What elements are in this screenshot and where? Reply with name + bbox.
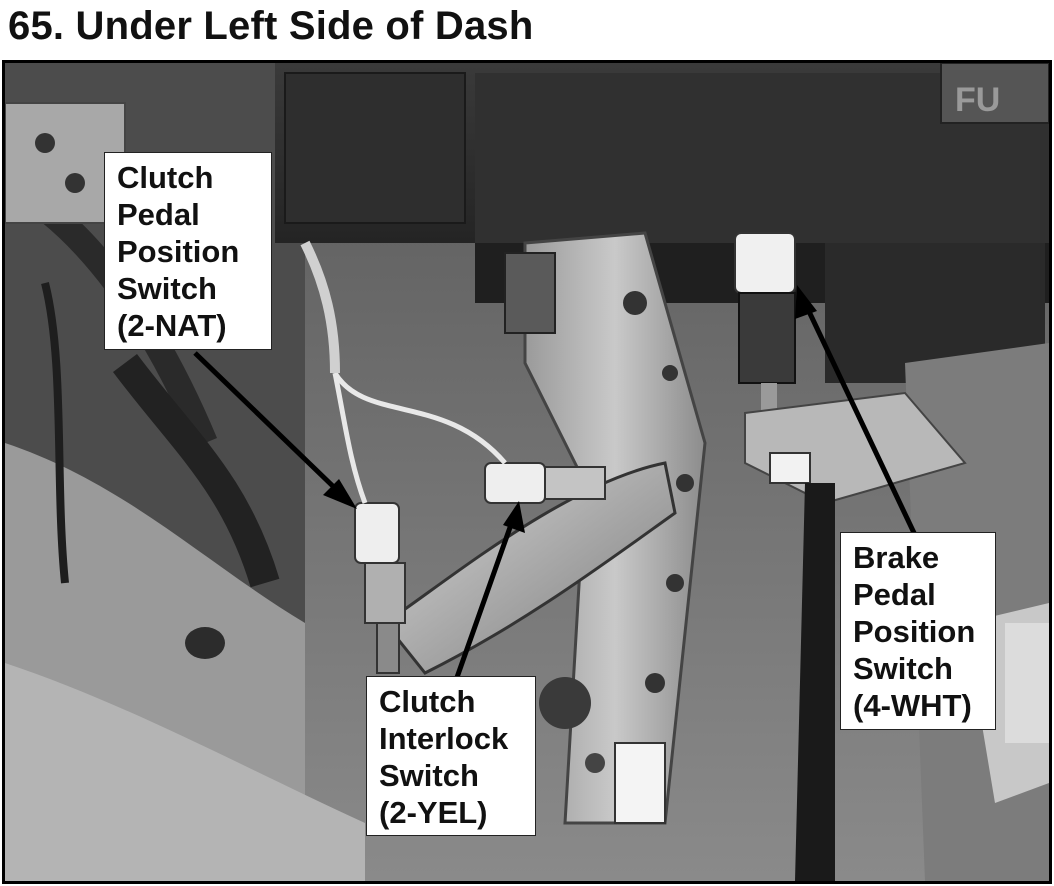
pointer-arrow-clutch-interlock <box>452 501 525 684</box>
callout-brake-pedal-position-switch: Brake Pedal Position Switch (4-WHT) <box>840 532 996 730</box>
page-title: 65. Under Left Side of Dash <box>8 4 534 48</box>
callout-line: Pedal <box>853 577 936 612</box>
callout-line: (2-YEL) <box>379 795 488 830</box>
callout-line: (2-NAT) <box>117 308 227 343</box>
callout-line: Interlock <box>379 721 509 756</box>
callout-line: Clutch <box>117 160 214 195</box>
callout-line: Clutch <box>379 684 476 719</box>
callout-clutch-interlock-switch: Clutch Interlock Switch (2-YEL) <box>366 676 536 836</box>
pointer-arrow-clutch-pedal <box>193 351 357 509</box>
callout-line: Brake <box>853 540 940 575</box>
callout-line: Position <box>853 614 976 649</box>
callout-line: (4-WHT) <box>853 688 972 723</box>
callout-clutch-pedal-position-switch: Clutch Pedal Position Switch (2-NAT) <box>104 152 272 350</box>
callout-line: Position <box>117 234 240 269</box>
callout-line: Switch <box>853 651 953 686</box>
dash-stamped-text: FU <box>955 81 1000 119</box>
callout-line: Switch <box>117 271 217 306</box>
callout-line: Pedal <box>117 197 200 232</box>
pointer-arrow-brake-pedal <box>795 285 918 537</box>
callout-line: Switch <box>379 758 479 793</box>
